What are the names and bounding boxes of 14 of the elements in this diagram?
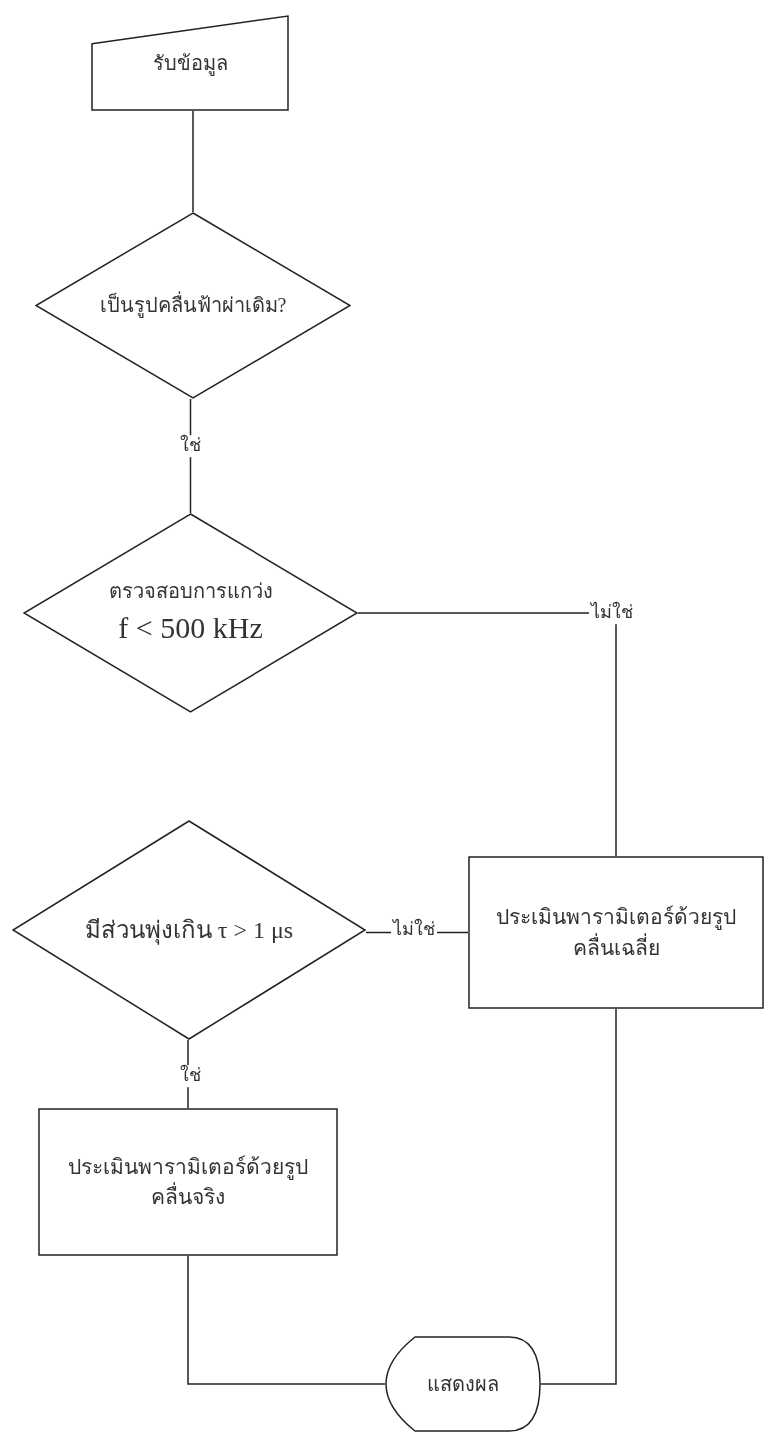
edge-label: ใช่ <box>177 435 203 457</box>
process-box: ประเมินพารามิเตอร์ด้วยรูป คลื่นจริง <box>38 1108 338 1256</box>
display-shape: แสดงผล <box>385 1336 541 1432</box>
manual-input-shape: รับข้อมูล <box>91 15 289 111</box>
decision-diamond: ตรวจสอบการแกว่ง f < 500 kHz <box>23 513 358 713</box>
decision-diamond: เป็นรูปคลื่นฟ้าผ่าเดิม? <box>35 212 351 399</box>
process-box: ประเมินพารามิเตอร์ด้วยรูป คลื่นเฉลี่ย <box>468 856 764 1009</box>
connector-line <box>192 110 194 213</box>
connector-line <box>357 612 617 857</box>
connector-line <box>187 1255 386 1385</box>
decision-diamond: มีส่วนพุ่งเกิน τ > 1 μs <box>12 820 366 1040</box>
edge-label: ใช่ <box>177 1065 203 1087</box>
edge-label: ไม่ใช่ <box>589 602 635 624</box>
connector-line <box>540 1008 617 1385</box>
